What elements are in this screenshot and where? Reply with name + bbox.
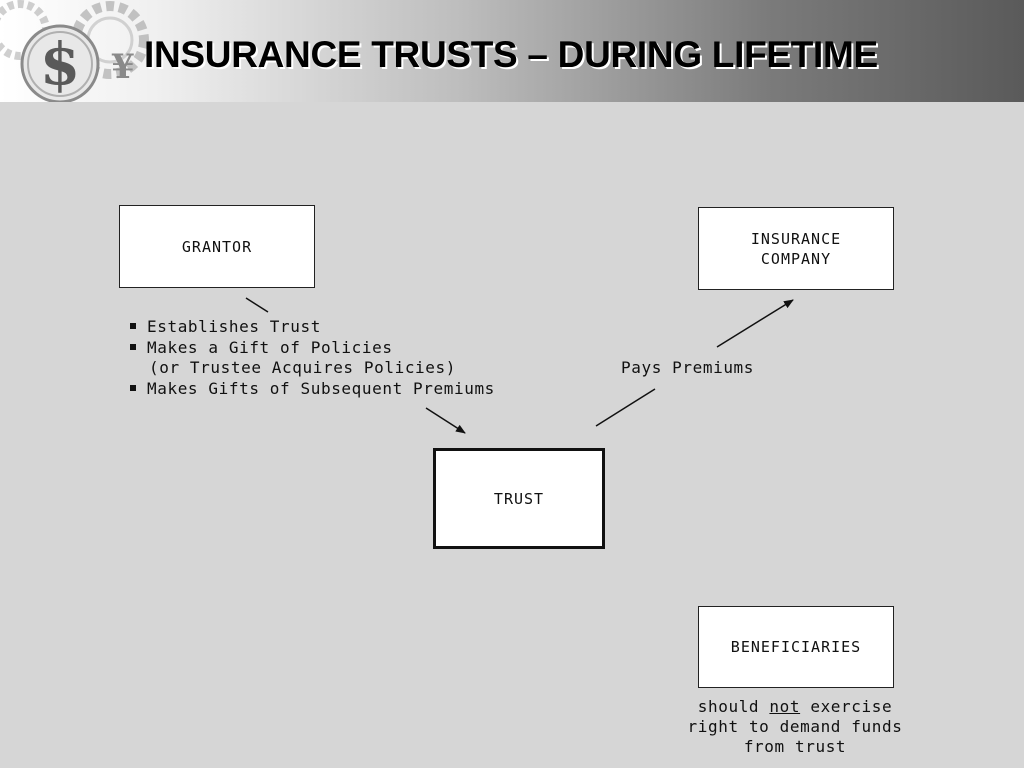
bullet-icon xyxy=(130,323,136,329)
beneficiaries-note: should not exercise right to demand fund… xyxy=(687,697,903,756)
currency-gears-logo: $ ¥ xyxy=(0,0,149,102)
slide-header: $ ¥ INSURANCE TRUSTS – DURING LIFETIME xyxy=(0,0,1024,102)
bullet-icon xyxy=(130,384,136,391)
trust-box: TRUST xyxy=(433,448,605,549)
yen-sign-icon: ¥ xyxy=(111,47,135,87)
pays-premiums-label: Pays Premiums xyxy=(621,358,755,377)
grantor-box: GRANTOR xyxy=(119,205,315,288)
list-item: Establishes Trust xyxy=(128,317,495,338)
premiums-to-insurance-arrow xyxy=(716,299,794,348)
list-item: Makes a Gift of Policies xyxy=(128,338,495,359)
list-item: Makes Gifts of Subsequent Premiums xyxy=(128,379,495,400)
grantor-actions-list: Establishes Trust Makes a Gift of Polici… xyxy=(128,317,495,399)
bullet-icon xyxy=(130,343,136,350)
list-item: (or Trustee Acquires Policies) xyxy=(149,358,456,377)
dollar-sign-icon: $ xyxy=(40,30,80,98)
trust-to-premiums-line xyxy=(595,388,656,427)
beneficiaries-box: BENEFICIARIES xyxy=(698,606,894,688)
insurance-company-box: INSURANCE COMPANY xyxy=(698,207,894,290)
emphasis-text: not xyxy=(769,697,801,716)
grantor-to-trust-arrow xyxy=(425,407,466,434)
slide-title: INSURANCE TRUSTS – DURING LIFETIME xyxy=(144,34,878,75)
grantor-connector-line xyxy=(245,297,269,313)
